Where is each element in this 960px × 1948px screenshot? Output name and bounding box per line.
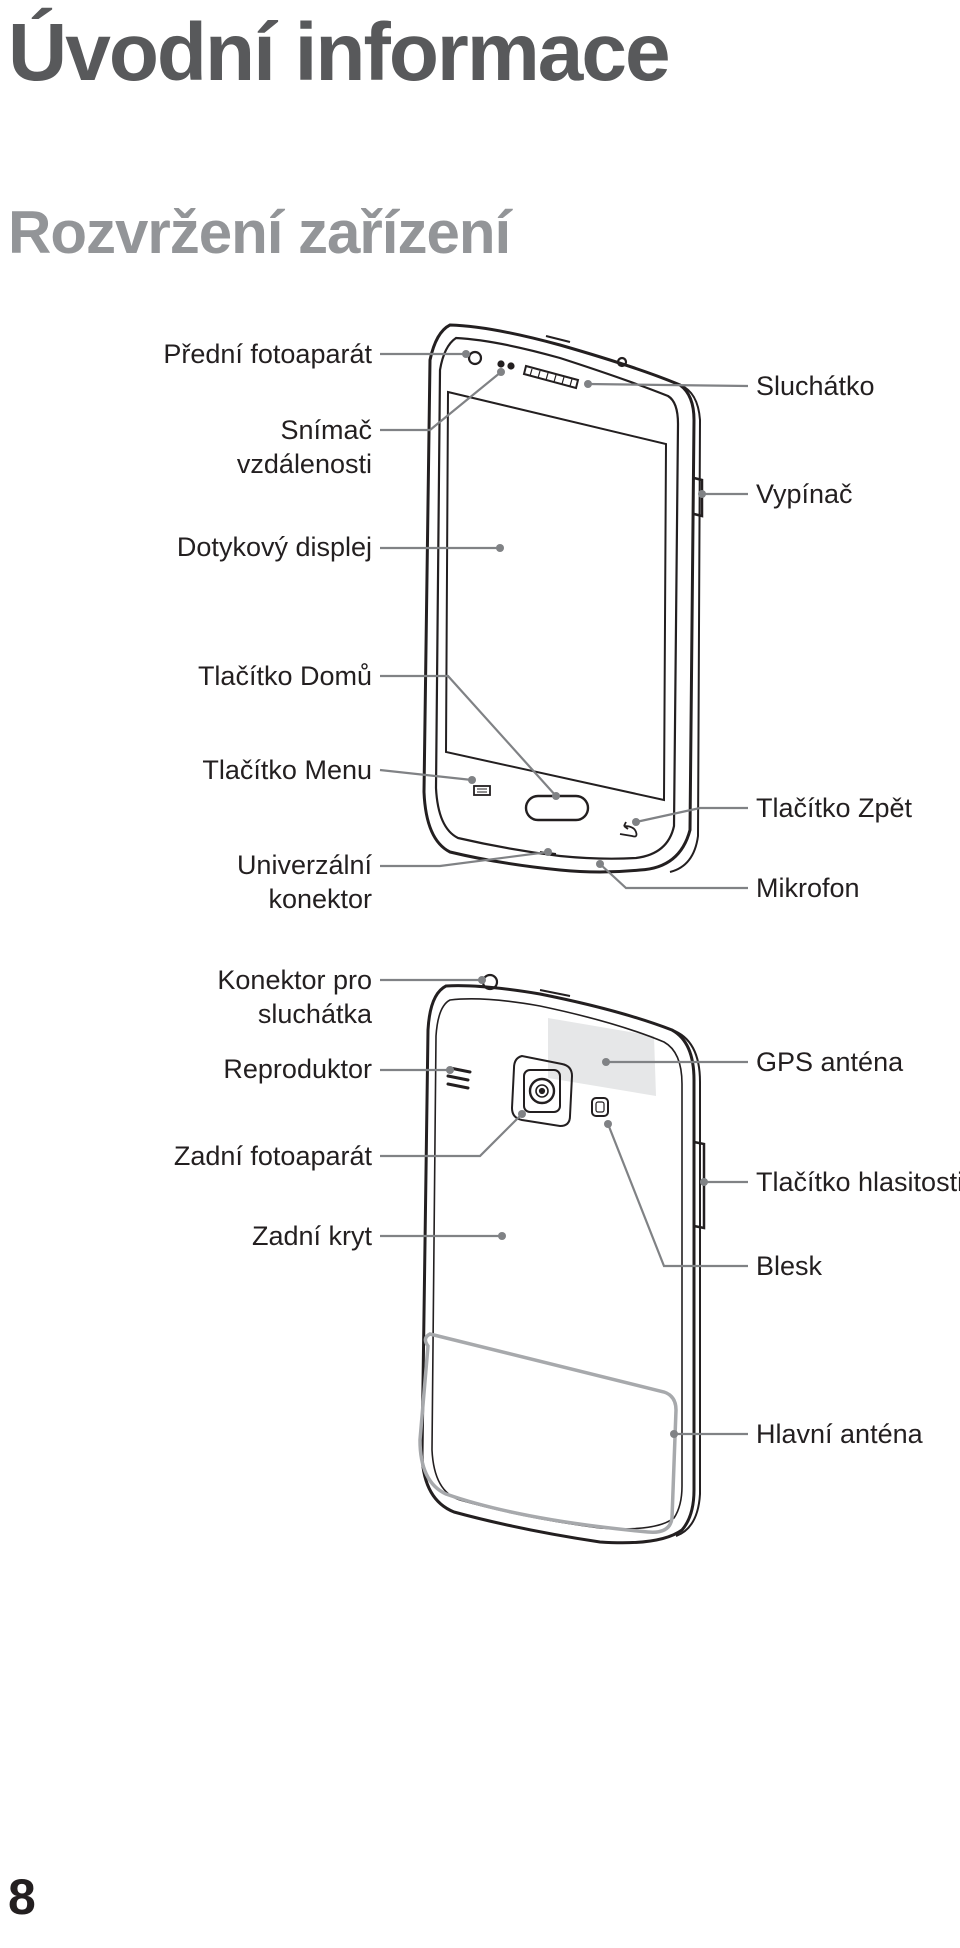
back-inner-edge bbox=[431, 998, 683, 1530]
front-callout-lines bbox=[379, 352, 749, 890]
front-bezel bbox=[434, 336, 680, 860]
earpiece-grille bbox=[522, 364, 580, 390]
menu-key-icon bbox=[473, 785, 491, 796]
page-number: 8 bbox=[8, 1869, 36, 1925]
front-camera-icon bbox=[467, 350, 483, 366]
label-multipurpose-jack-line2: konektor bbox=[268, 884, 372, 914]
label-gps-antenna: GPS anténa bbox=[756, 1047, 904, 1077]
label-power-button: Vypínač bbox=[756, 479, 853, 509]
rear-camera-module bbox=[510, 1054, 574, 1128]
label-volume-button: Tlačítko hlasitosti bbox=[756, 1167, 960, 1197]
page-title: Úvodní informace bbox=[8, 7, 671, 98]
label-rear-camera: Zadní fotoaparát bbox=[173, 1141, 372, 1171]
label-microphone: Mikrofon bbox=[756, 873, 860, 903]
label-flash: Blesk bbox=[756, 1251, 823, 1281]
back-side-edge bbox=[671, 1029, 701, 1537]
section-title: Rozvržení zařízení bbox=[8, 199, 511, 266]
proximity-sensor-dot-2 bbox=[507, 362, 515, 370]
front-side-edge bbox=[669, 384, 702, 873]
label-multipurpose-jack: Univerzální konektor bbox=[237, 848, 372, 916]
label-speaker: Reproduktor bbox=[223, 1054, 372, 1084]
label-headset-jack: Konektor pro sluchátka bbox=[217, 963, 372, 1031]
label-front-camera: Přední fotoaparát bbox=[163, 339, 372, 369]
label-back-button: Tlačítko Zpět bbox=[756, 793, 913, 823]
front-body-outline bbox=[422, 323, 696, 874]
label-earpiece: Sluchátko bbox=[756, 371, 875, 401]
label-home-button: Tlačítko Domů bbox=[197, 661, 372, 691]
label-proximity-sensor: Snímač vzdálenosti bbox=[237, 413, 372, 481]
proximity-sensor-dot-1 bbox=[497, 360, 505, 368]
back-body-outline bbox=[420, 984, 696, 1545]
label-touch-screen: Dotykový displej bbox=[176, 532, 372, 562]
front-phone-illustration bbox=[422, 323, 704, 874]
back-callout-dots bbox=[446, 976, 708, 1438]
label-menu-button: Tlačítko Menu bbox=[202, 755, 372, 785]
label-proximity-sensor-line1: Snímač bbox=[280, 415, 372, 445]
label-back-cover: Zadní kryt bbox=[251, 1221, 372, 1251]
gps-antenna-area bbox=[548, 1018, 656, 1096]
main-antenna-outline bbox=[418, 1332, 678, 1534]
label-headset-jack-line1: Konektor pro bbox=[217, 965, 372, 995]
back-phone-illustration bbox=[420, 973, 706, 1545]
label-headset-jack-line2: sluchátka bbox=[257, 999, 372, 1029]
label-main-antenna: Hlavní anténa bbox=[756, 1419, 923, 1449]
rear-camera-lens bbox=[528, 1077, 556, 1105]
label-proximity-sensor-line2: vzdálenosti bbox=[236, 449, 372, 479]
back-key-icon bbox=[619, 821, 638, 838]
front-callout-dots bbox=[462, 350, 706, 868]
flash-icon bbox=[591, 1097, 609, 1117]
touch-screen-area bbox=[444, 390, 668, 802]
label-multipurpose-jack-line1: Univerzální bbox=[236, 850, 372, 880]
